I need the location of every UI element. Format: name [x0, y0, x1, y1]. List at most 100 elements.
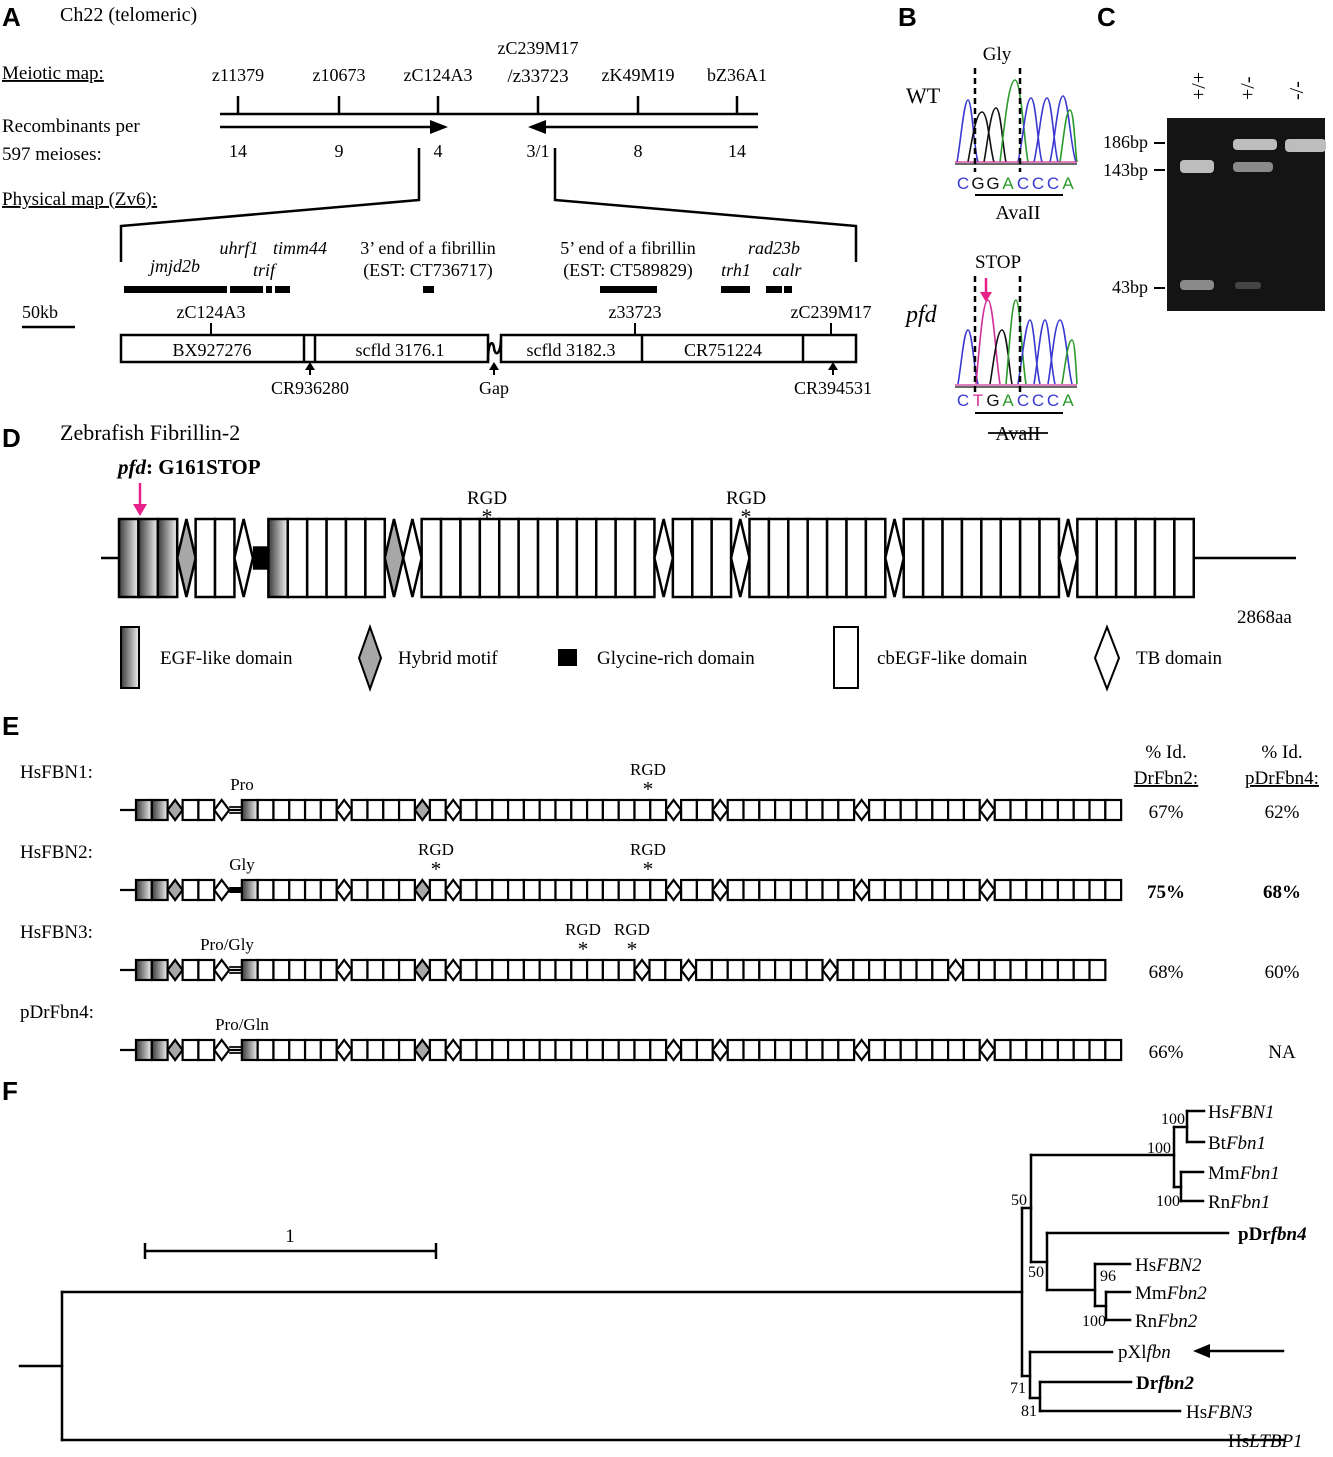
linker-gly: Gly	[229, 855, 255, 874]
cbegf-domain	[508, 1040, 524, 1060]
cbegf-domain	[183, 1040, 199, 1060]
egf-domain	[152, 960, 168, 980]
tb-domain	[654, 519, 672, 597]
panel-d: Zebrafish Fibrillin-2 pfd: G161STOP RGD …	[60, 420, 1296, 689]
legend-glycine-swatch	[558, 649, 577, 666]
cbegf-domain	[697, 800, 713, 820]
cbegf-domain	[1090, 800, 1106, 820]
physical-map-label: Physical map (Zv6):	[2, 189, 157, 210]
cbegf-domain	[540, 960, 556, 980]
tb-domain	[713, 1040, 728, 1060]
cbegf-domain	[681, 1040, 697, 1060]
clone-zc239m17: zC239M17	[791, 302, 872, 322]
cbegf-domain	[273, 1040, 289, 1060]
cbegf-domain	[1174, 519, 1193, 597]
cbegf-domain	[519, 519, 538, 597]
cbegf-domain	[557, 519, 576, 597]
cbegf-domain	[571, 880, 587, 900]
row-name-hsfbn2: HsFBN2:	[20, 842, 93, 863]
cbegf-domain	[540, 800, 556, 820]
tb-domain	[446, 1040, 461, 1060]
cbegf-domain	[995, 880, 1011, 900]
cbegf-domain	[869, 800, 885, 820]
rgd-e2b-asterisk: *	[643, 857, 654, 881]
cbegf-domain	[321, 960, 337, 980]
cbegf-domain	[1011, 880, 1027, 900]
tb-domain	[823, 960, 838, 980]
cbegf-domain	[807, 1040, 823, 1060]
tb-domain	[214, 960, 229, 980]
pfd-base: T	[973, 391, 983, 410]
leaf-hsfbn3: HsFBN3	[1186, 1402, 1253, 1423]
cbegf-domain	[603, 960, 619, 980]
legend-hybrid-swatch	[359, 627, 381, 689]
cbegf-domain	[995, 960, 1011, 980]
cbegf-domain	[1058, 1040, 1074, 1060]
egf-domain	[152, 800, 168, 820]
cbegf-domain	[981, 519, 1000, 597]
cbegf-domain	[1074, 800, 1090, 820]
cbegf-domain	[1026, 960, 1042, 980]
cbegf-domain	[744, 1040, 760, 1060]
est5-line2: (EST: CT589829)	[563, 260, 693, 281]
cbegf-domain	[305, 800, 321, 820]
cbegf-domain	[775, 960, 791, 980]
tb-domain	[854, 1040, 869, 1060]
cbegf-domain	[807, 880, 823, 900]
rgd-e2a-asterisk: *	[431, 857, 442, 881]
cbegf-domain	[461, 800, 477, 820]
cbegf-domain	[1136, 519, 1155, 597]
cbegf-domain	[697, 880, 713, 900]
leaf-mmfbn2: MmFbn2	[1135, 1283, 1207, 1304]
cbegf-domain	[1011, 800, 1027, 820]
cbegf-domain	[258, 880, 274, 900]
cbegf-domain	[258, 1040, 274, 1060]
cbegf-domain	[838, 880, 854, 900]
egf-domain	[119, 519, 138, 597]
est5-line1: 5’ end of a fibrillin	[560, 238, 696, 258]
leaf-rnfbn2: RnFbn2	[1135, 1311, 1198, 1332]
recomb-4: 3/1	[526, 141, 549, 161]
cbegf-domain	[901, 880, 917, 900]
bootstrap: 100	[1161, 1111, 1185, 1128]
hybrid-motif	[415, 1040, 430, 1060]
cbegf-domain	[869, 880, 885, 900]
cbegf-domain	[619, 800, 635, 820]
clone-zc124a3: zC124A3	[177, 302, 246, 322]
cbegf-domain	[1026, 800, 1042, 820]
cbegf-domain	[383, 960, 399, 980]
cbegf-domain	[603, 800, 619, 820]
below-arrows	[310, 366, 833, 375]
cbegf-domain	[948, 880, 964, 900]
rgd-e3b-asterisk: *	[627, 937, 638, 961]
cbegf-domain	[399, 880, 415, 900]
cbegf-domain	[728, 880, 744, 900]
label-gap: Gap	[479, 378, 509, 398]
cbegf-domain	[480, 519, 499, 597]
cbegf-domain	[759, 800, 775, 820]
cbegf-domain	[1042, 880, 1058, 900]
linker-progly: Pro/Gly	[200, 935, 254, 954]
wt-base: A	[1062, 174, 1074, 193]
wt-sequence: C G G A C C C A	[957, 174, 1074, 193]
glycine-rich-domain	[253, 546, 269, 569]
cbegf-domain	[273, 880, 289, 900]
panel-e: % Id. DrFbn2: % Id. pDrFbn4: HsFBN1: HsF…	[20, 742, 1319, 1063]
col1-head-2: DrFbn2:	[1134, 768, 1198, 789]
cbegf-domain	[577, 519, 596, 597]
contig-bx927276: BX927276	[172, 340, 251, 360]
cbegf-domain	[540, 1040, 556, 1060]
cbegf-domain	[352, 880, 368, 900]
mutation-arrowhead	[133, 504, 147, 516]
fbn2-domain-map	[101, 519, 1296, 597]
cbegf-domain	[305, 1040, 321, 1060]
cbegf-domain	[827, 519, 846, 597]
cbegf-domain	[1105, 1040, 1121, 1060]
legend-hybrid: Hybrid motif	[398, 648, 498, 669]
panel-label-e: E	[2, 711, 19, 741]
cbegf-domain	[367, 960, 383, 980]
cbegf-domain	[1116, 519, 1135, 597]
cbegf-domain	[524, 880, 540, 900]
cbegf-domain	[587, 960, 603, 980]
cbegf-domain	[1074, 1040, 1090, 1060]
